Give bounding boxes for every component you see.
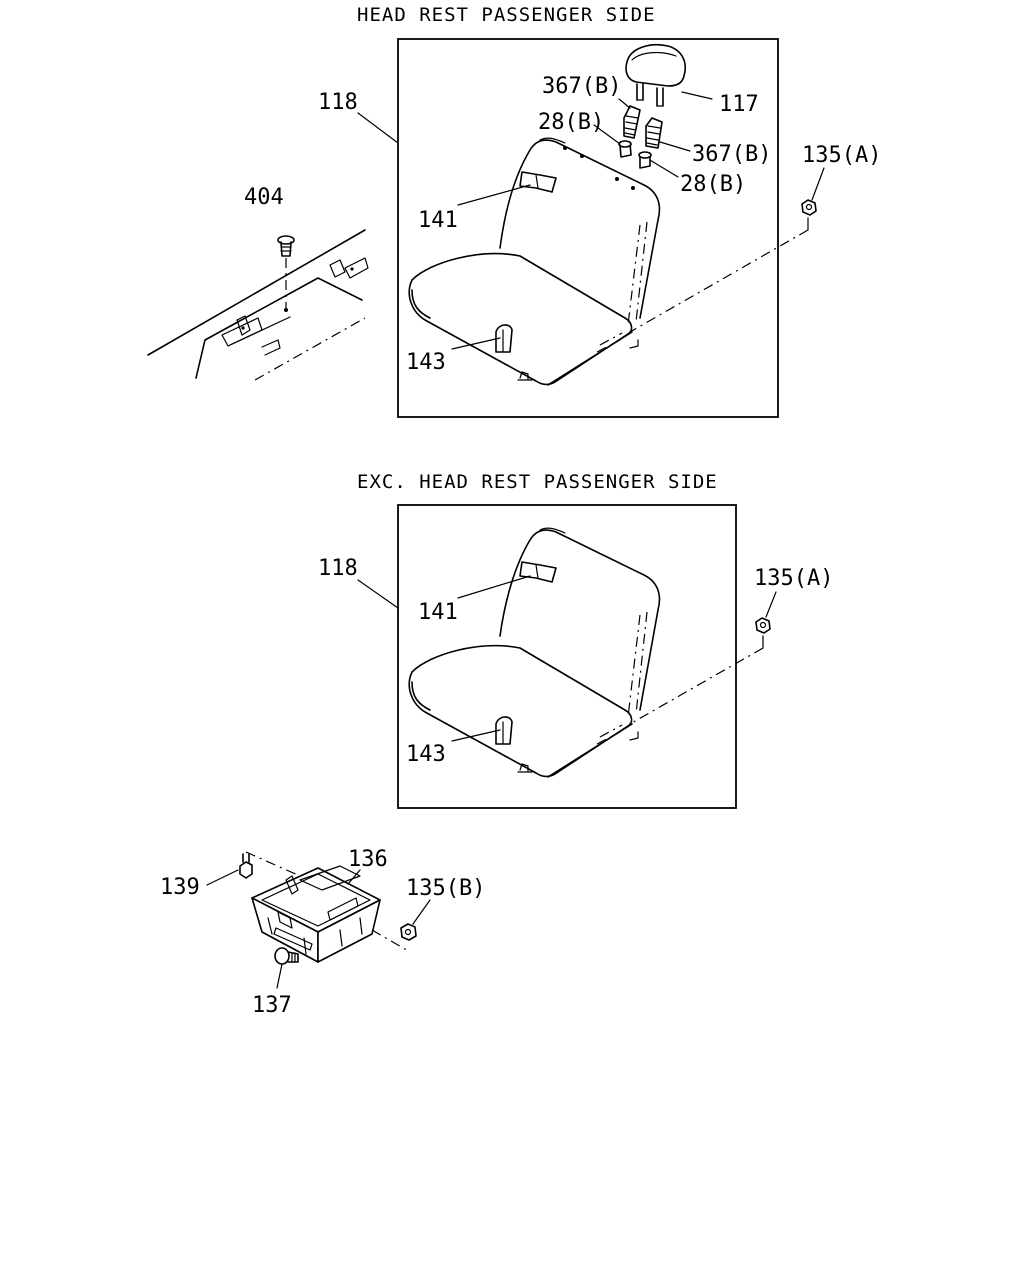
label-28b-right: 28(B) (680, 172, 746, 197)
section-exc-headrest-passenger-side: EXC. HEAD REST PASSENGER SIDE (318, 471, 833, 809)
section-title-headrest: HEAD REST PASSENGER SIDE (357, 4, 656, 26)
label-139: 139 (160, 875, 200, 900)
label-404: 404 (244, 185, 284, 210)
nut-icon (801, 199, 817, 216)
detail-frame-middle (397, 504, 737, 809)
label-117: 117 (719, 92, 759, 117)
headrest-guide-icon (645, 117, 663, 149)
label-136: 136 (348, 847, 388, 872)
nut-icon (400, 923, 417, 941)
section-seat-bracket: 136 139 135(B) 137 (160, 847, 485, 1018)
label-367b-left: 367(B) (542, 74, 621, 99)
section-headrest-passenger-side: HEAD REST PASSENGER SIDE 404 (147, 4, 881, 418)
bolt-icon (239, 853, 253, 879)
detail-frame-top (397, 38, 779, 418)
label-141-middle: 141 (418, 600, 458, 625)
section-title-exc-headrest: EXC. HEAD REST PASSENGER SIDE (357, 471, 718, 493)
headrest-guide-icon (623, 105, 641, 139)
clip-icon (519, 561, 557, 583)
pin-icon (274, 947, 299, 965)
seat-assembly-top (408, 137, 661, 386)
label-143-middle: 143 (406, 742, 446, 767)
seat-bracket-icon (251, 865, 381, 963)
cab-floor-panel (147, 229, 369, 381)
clip-icon (495, 716, 513, 745)
label-141-top: 141 (418, 208, 458, 233)
bushing-icon (638, 151, 652, 169)
bushing-icon (618, 140, 632, 158)
label-135a-top: 135(A) (802, 143, 881, 168)
seat-assembly-middle (408, 527, 661, 778)
label-118: 118 (318, 90, 358, 115)
screw-icon (277, 235, 295, 310)
label-28b-left: 28(B) (538, 110, 604, 135)
nut-icon (755, 617, 771, 634)
label-135b: 135(B) (406, 876, 485, 901)
label-367b-right: 367(B) (692, 142, 771, 167)
label-143-top: 143 (406, 350, 446, 375)
clip-icon (519, 171, 557, 193)
label-137: 137 (252, 993, 292, 1018)
headrest-icon (625, 44, 686, 107)
clip-icon (495, 324, 513, 353)
label-118-middle: 118 (318, 556, 358, 581)
label-135a-middle: 135(A) (754, 566, 833, 591)
